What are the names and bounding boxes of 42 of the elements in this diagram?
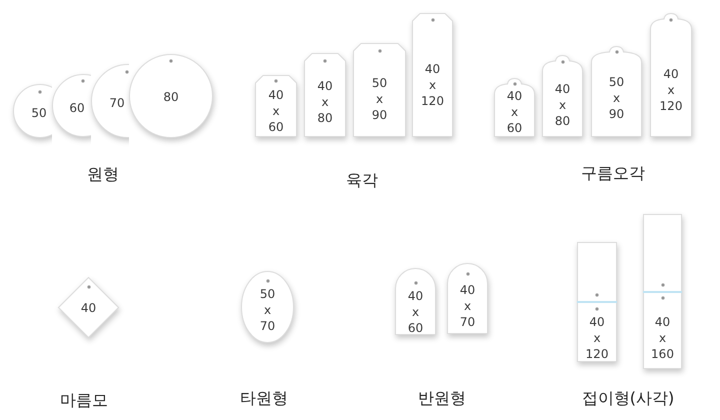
category-label: 육각 bbox=[346, 170, 378, 192]
size-label: 40 x 80 bbox=[554, 81, 570, 129]
size-label: 40 x 160 bbox=[651, 314, 674, 362]
size-label: 40 x 80 bbox=[317, 78, 333, 126]
size-label: 40 x 120 bbox=[660, 66, 682, 114]
category-label: 원형 bbox=[87, 164, 119, 186]
size-label: 40 bbox=[80, 300, 96, 316]
arch-tag bbox=[395, 268, 436, 335]
category-label: 마름모 bbox=[60, 390, 108, 412]
scalloped-tag bbox=[542, 55, 583, 137]
diamond-tag bbox=[58, 277, 119, 338]
folding-tag bbox=[643, 214, 682, 369]
category-label: 반원형 bbox=[418, 388, 466, 410]
size-label: 80 bbox=[163, 89, 179, 105]
size-label: 50 x 90 bbox=[372, 75, 388, 123]
category-label: 구름오각 bbox=[581, 164, 645, 184]
size-label: 40 x 60 bbox=[268, 87, 284, 135]
size-label: 40 x 60 bbox=[506, 88, 522, 136]
hexagon-tag bbox=[412, 13, 453, 137]
size-label: 40 x 120 bbox=[586, 314, 608, 362]
hexagon-tag bbox=[353, 43, 406, 137]
size-label: 40 x 120 bbox=[421, 61, 444, 109]
size-label: 50 x 90 bbox=[608, 74, 624, 122]
size-label: 50 x 70 bbox=[260, 286, 276, 334]
circle-tag bbox=[52, 74, 91, 137]
scalloped-tag bbox=[650, 13, 692, 137]
arch-tag bbox=[447, 263, 488, 334]
size-label: 50 bbox=[31, 105, 47, 121]
oval-tag bbox=[241, 271, 294, 343]
folding-tag bbox=[577, 242, 617, 362]
size-label: 60 bbox=[69, 100, 85, 116]
hexagon-tag bbox=[304, 53, 346, 137]
size-label: 40 x 60 bbox=[408, 288, 424, 336]
category-label: 타원형 bbox=[240, 388, 288, 410]
size-label: 70 bbox=[109, 95, 125, 111]
circle-tag bbox=[13, 84, 52, 138]
circle-tag bbox=[91, 64, 129, 138]
scalloped-tag bbox=[494, 78, 535, 137]
category-label: 접이형(사각) bbox=[582, 388, 674, 410]
size-label: 40 x 70 bbox=[460, 282, 476, 330]
scalloped-tag bbox=[591, 46, 642, 137]
hexagon-tag bbox=[255, 75, 297, 137]
